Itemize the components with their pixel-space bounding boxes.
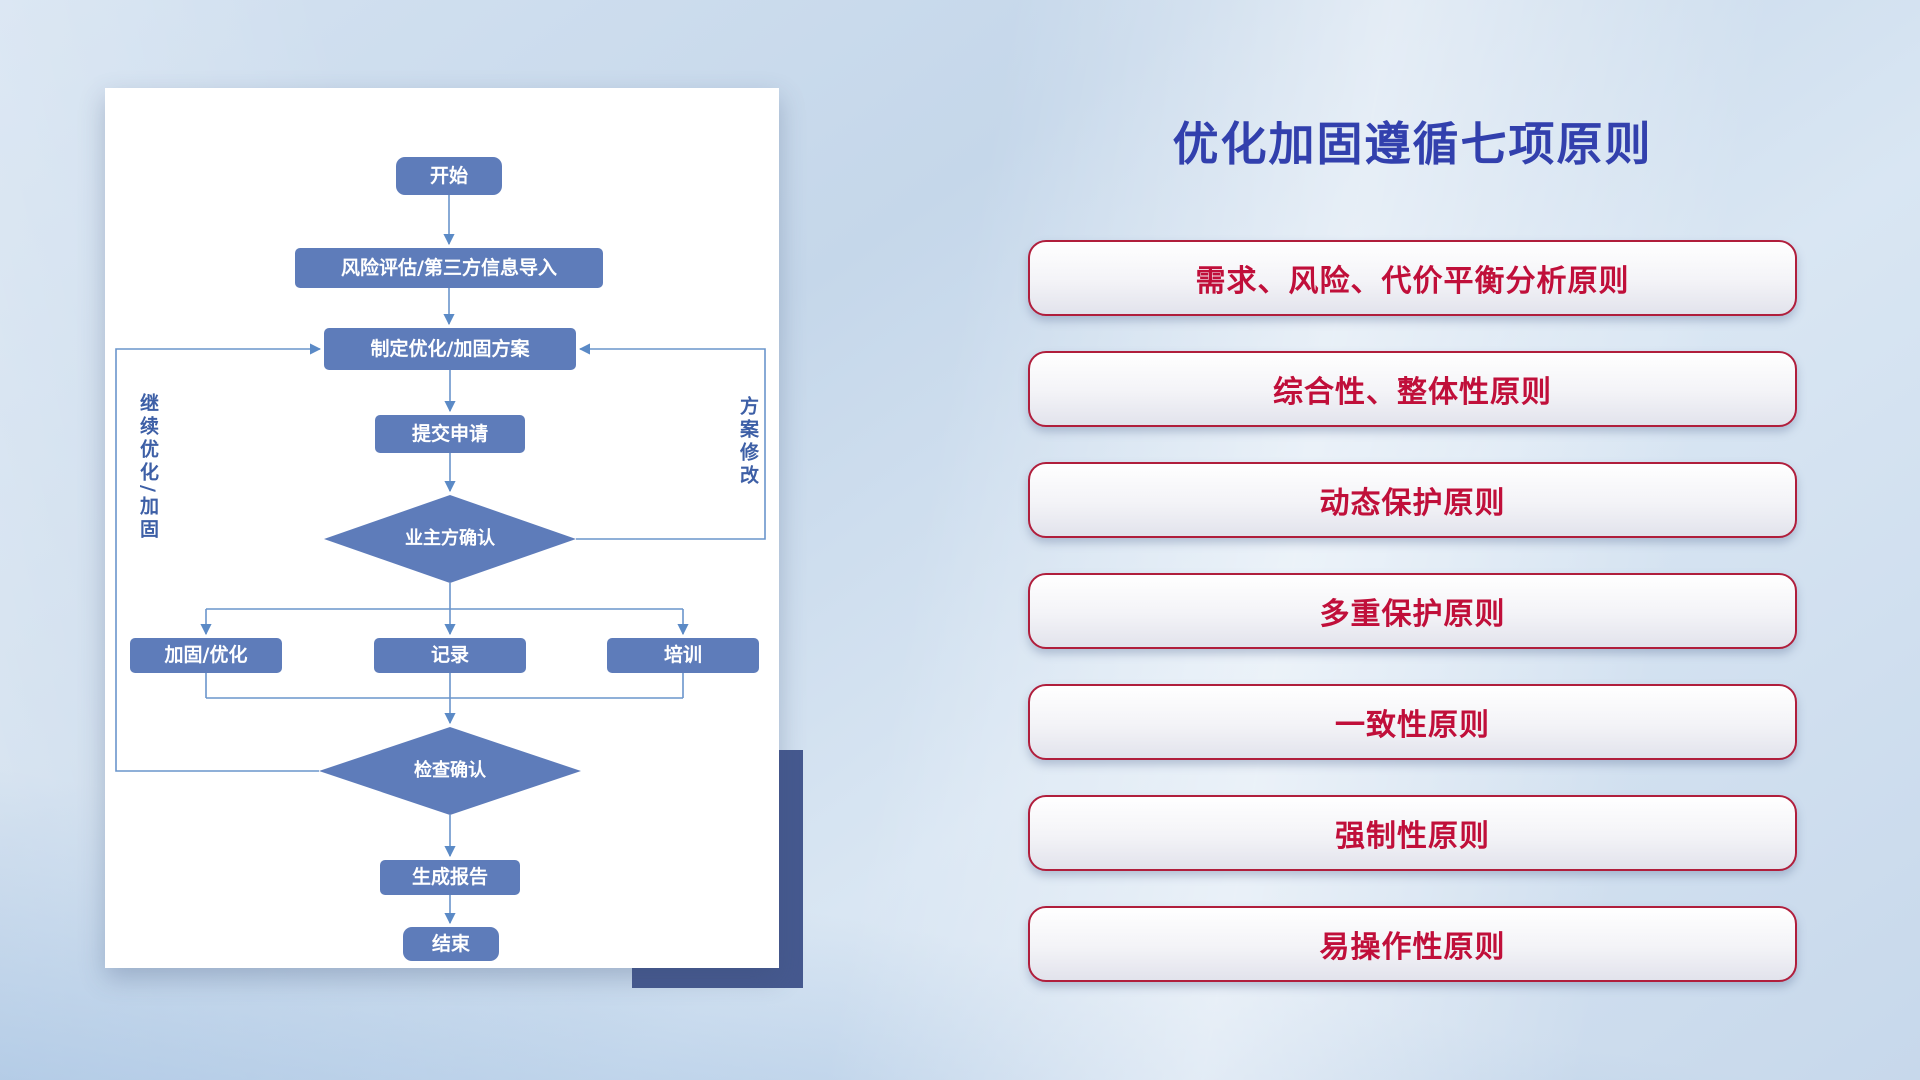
- principle-item: 易操作性原则: [1028, 906, 1797, 982]
- principle-item: 需求、风险、代价平衡分析原则: [1028, 240, 1797, 316]
- principle-label: 多重保护原则: [1319, 597, 1506, 632]
- flowchart-node-submit-request: 提交申请: [375, 415, 525, 453]
- flowchart-panel: 开始 风险评估/第三方信息导入 制定优化/加固方案 提交申请 业主方确认 加固/…: [105, 88, 779, 968]
- principles-list: 需求、风险、代价平衡分析原则 综合性、整体性原则 动态保护原则 多重保护原则 一…: [1028, 240, 1797, 982]
- principles-section: 优化加固遵循七项原则 需求、风险、代价平衡分析原则 综合性、整体性原则 动态保护…: [1028, 0, 1797, 1080]
- flowchart-node-record: 记录: [374, 638, 526, 673]
- principle-label: 动态保护原则: [1319, 486, 1506, 521]
- principle-label: 强制性原则: [1335, 819, 1490, 854]
- principles-title: 优化加固遵循七项原则: [1172, 117, 1653, 171]
- flowchart-node-make-plan: 制定优化/加固方案: [324, 328, 576, 370]
- label-continue-optimize: 继续优化/加固: [137, 393, 159, 542]
- flowchart-node-generate-report: 生成报告: [380, 860, 520, 895]
- principle-item: 多重保护原则: [1028, 573, 1797, 649]
- label-plan-modify: 方案修改: [737, 396, 759, 488]
- flowchart-node-start: 开始: [396, 157, 502, 195]
- principle-item: 动态保护原则: [1028, 462, 1797, 538]
- principle-label: 综合性、整体性原则: [1273, 375, 1552, 410]
- flowchart-node-end: 结束: [403, 927, 499, 961]
- principle-item: 强制性原则: [1028, 795, 1797, 871]
- flowchart-node-risk-assessment: 风险评估/第三方信息导入: [295, 248, 603, 288]
- flowchart-node-training: 培训: [607, 638, 759, 673]
- flowchart-node-reinforce-optimize: 加固/优化: [130, 638, 282, 673]
- principle-label: 易操作性原则: [1319, 930, 1506, 965]
- principle-item: 一致性原则: [1028, 684, 1797, 760]
- principle-item: 综合性、整体性原则: [1028, 351, 1797, 427]
- principle-label: 需求、风险、代价平衡分析原则: [1195, 264, 1630, 299]
- principle-label: 一致性原则: [1335, 708, 1490, 743]
- flowchart-connectors: [115, 195, 766, 925]
